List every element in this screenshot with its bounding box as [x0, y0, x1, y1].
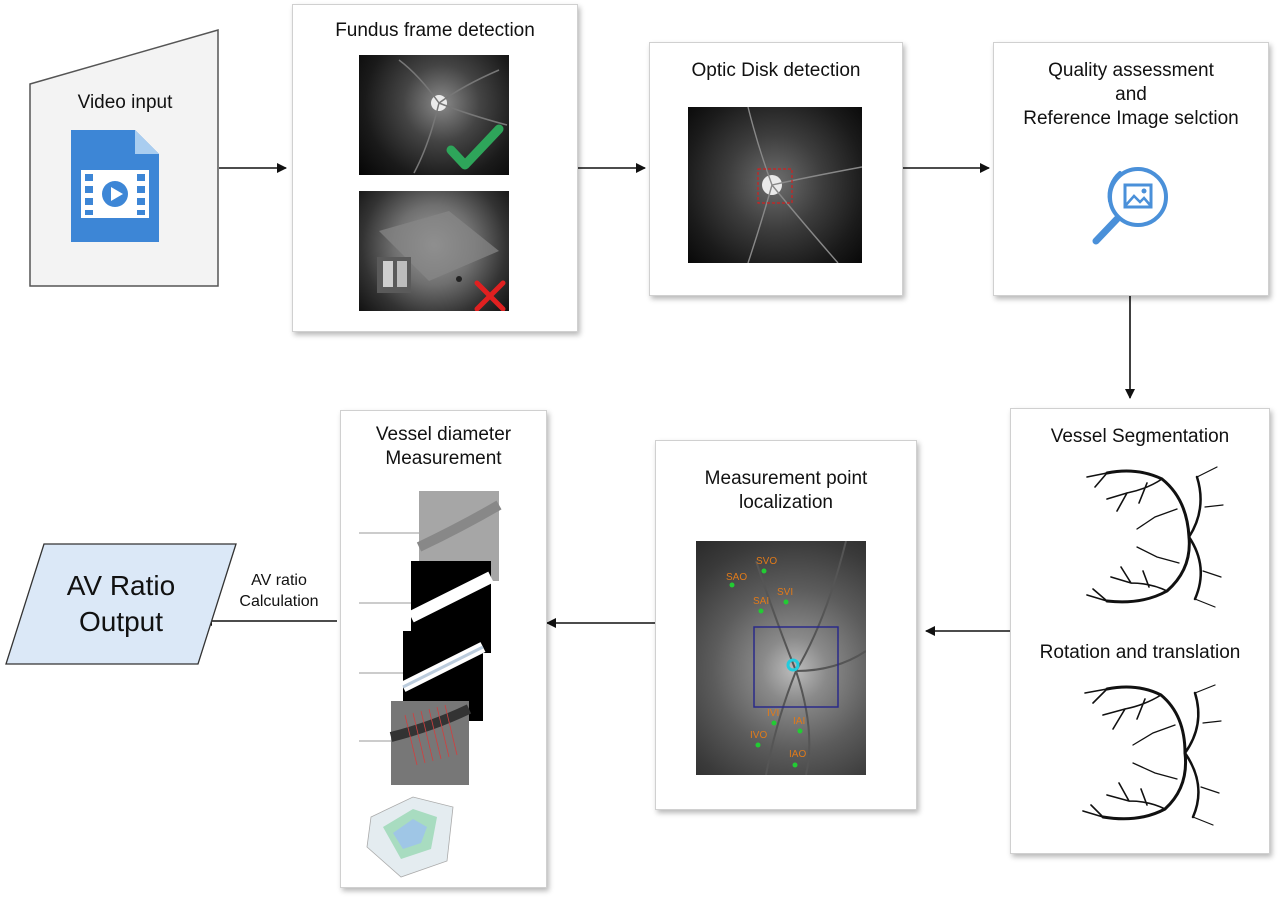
fundus-image-accepted	[359, 55, 509, 175]
vessel-diameter-title: Vessel diameter Measurement	[375, 424, 512, 469]
optic-disk-image	[688, 107, 862, 263]
point-label-svo: SVO	[756, 556, 777, 567]
point-label-ivo: IVO	[750, 730, 767, 741]
optic-disk-detection-box-marker	[757, 168, 793, 204]
fundus-frame-detection-box: Fundus frame detection	[292, 4, 578, 332]
quality-assessment-title: Quality assessment and Reference Image s…	[1023, 60, 1239, 129]
rotation-translation-label: Rotation and translation	[1039, 642, 1241, 663]
point-label-iai: IAI	[793, 716, 805, 727]
optic-disk-detection-box: Optic Disk detection	[649, 42, 903, 296]
point-label-sao: SAO	[726, 572, 747, 583]
vessel-segmentation-box: Vessel Segmentation Rotation and transla…	[1010, 408, 1270, 854]
video-input-label: Video input	[77, 92, 173, 113]
av-ratio-output-node: AV Ratio Output	[4, 542, 238, 666]
vessel-segmentation-title: Vessel Segmentation	[1050, 426, 1230, 447]
fundus-frame-detection-title: Fundus frame detection	[335, 20, 535, 41]
measurement-point-image: SVO SAO SVI SAI IVI IAI IVO IAO	[696, 541, 866, 775]
vessel-tree-segmented	[1086, 466, 1224, 608]
vessel-diameter-box: Vessel diameter Measurement	[340, 410, 547, 888]
av-ratio-calculation-label: AV ratio Calculation	[239, 572, 319, 610]
measurement-point-box: Measurement point localization SVO SAO S…	[655, 440, 917, 810]
video-file-icon	[71, 130, 159, 242]
vessel-tree-aligned	[1082, 684, 1222, 826]
av-ratio-output-label: AV Ratio Output	[66, 570, 176, 637]
checkmark-icon	[446, 124, 504, 170]
point-label-ivi: IVI	[767, 708, 779, 719]
point-label-sai: SAI	[753, 596, 769, 607]
quality-assessment-box: Quality assessment and Reference Image s…	[993, 42, 1269, 296]
optic-disk-center-marker	[786, 658, 800, 672]
video-input-node: Video input	[28, 28, 222, 288]
optic-disk-roi	[753, 626, 839, 708]
diameter-measurement-stack	[359, 491, 502, 878]
image-search-icon	[1092, 167, 1168, 245]
point-label-iao: IAO	[789, 749, 806, 760]
optic-disk-detection-title: Optic Disk detection	[691, 60, 861, 81]
measurement-point-title: Measurement point localization	[704, 468, 868, 513]
non-fundus-image-rejected	[359, 191, 509, 311]
point-label-svi: SVI	[777, 587, 793, 598]
cross-icon	[474, 280, 506, 311]
